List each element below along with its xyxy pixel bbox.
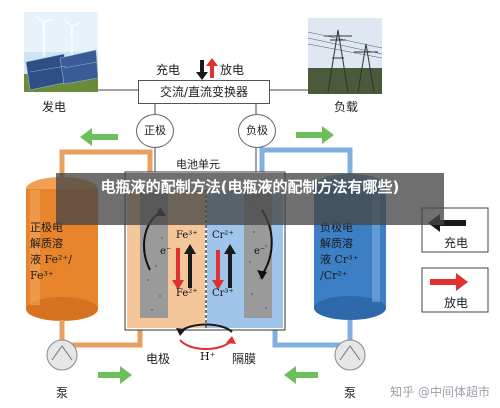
positive-label: 正极 <box>144 124 166 137</box>
proton-label: H⁺ <box>200 350 216 363</box>
cr2-ion: Cr²⁺ <box>212 230 234 241</box>
generation-label: 发电 <box>42 100 67 114</box>
fe3-ion: Fe³⁺ <box>176 230 198 241</box>
title-banner <box>56 173 444 225</box>
power-generation-photo <box>24 12 98 92</box>
right-pump-label: 泵 <box>344 386 357 400</box>
ac-dc-converter-box: 交流/直流变换器 <box>138 80 270 104</box>
load-label: 负载 <box>334 100 359 114</box>
charge-legend-label: 充电 <box>444 236 469 250</box>
electron-left: e⁻ <box>160 246 172 257</box>
electron-right: e⁻ <box>254 246 266 257</box>
cell-unit-label: 电池单元 <box>176 158 220 171</box>
fe2-ion: Fe²⁺ <box>176 288 198 299</box>
discharge-top-label: 放电 <box>220 63 245 77</box>
discharge-legend-label: 放电 <box>444 296 469 310</box>
converter-label: 交流/直流变换器 <box>159 85 249 99</box>
cr3-ion: Cr³⁺ <box>212 288 234 299</box>
positive-electrode-node: 正极 <box>136 114 174 148</box>
membrane-label: 隔膜 <box>232 352 257 366</box>
negative-electrode-node: 负极 <box>238 114 276 148</box>
left-pump-label: 泵 <box>56 386 69 400</box>
negative-electrolyte-text: 负极电 解质溶 液 Cr³⁺ /Cr²⁺ <box>320 221 359 282</box>
charge-top-label: 充电 <box>156 63 181 77</box>
negative-label: 负极 <box>246 124 268 137</box>
positive-electrolyte-text: 正极电 解质溶 液 Fe²⁺/ Fe³⁺ <box>30 221 72 282</box>
banner-title: 电瓶液的配制方法(电瓶液的配制方法有哪些) <box>100 178 400 196</box>
right-pump <box>334 339 366 371</box>
left-pump <box>46 339 78 371</box>
watermark: 知乎 @中间体超市 <box>390 385 490 399</box>
electrode-label: 电极 <box>146 352 171 366</box>
load-powerline-photo <box>308 18 382 94</box>
